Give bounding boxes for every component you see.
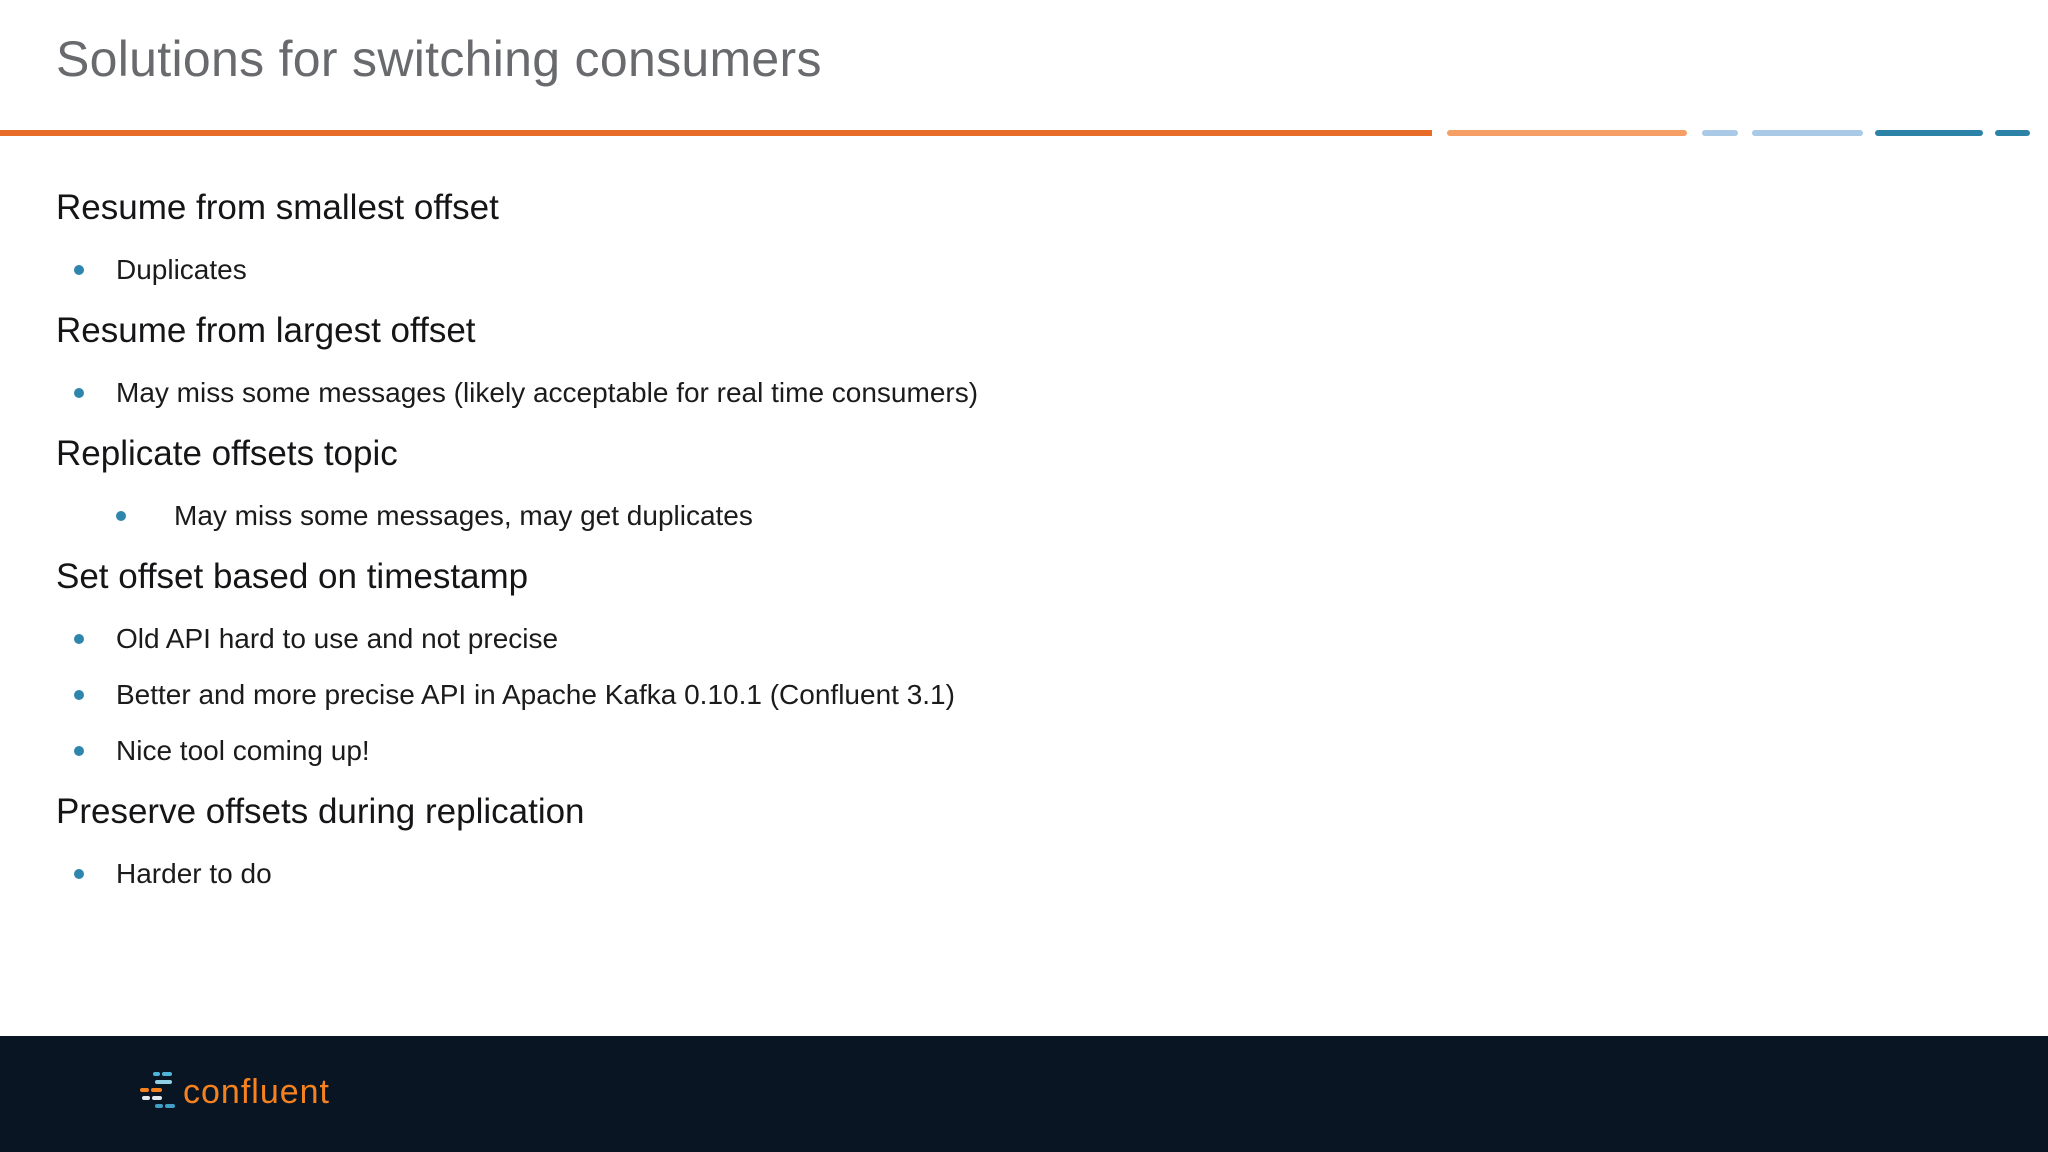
section-heading: Preserve offsets during replication: [56, 792, 585, 831]
logo-dash: [142, 1096, 150, 1100]
bullet-item: Old API hard to use and not precise: [56, 619, 1616, 659]
confluent-logo-icon: [140, 1072, 178, 1112]
bullet-item: Better and more precise API in Apache Ka…: [56, 675, 1616, 715]
divider-dash: [1447, 130, 1687, 136]
logo-dash: [162, 1072, 172, 1076]
divider-dash: [1752, 130, 1863, 136]
bullet-item: Nice tool coming up!: [56, 731, 1616, 771]
logo-dash: [155, 1104, 163, 1108]
divider-dash: [1875, 130, 1983, 136]
bullet-item: Harder to do: [56, 854, 1616, 894]
logo-dash: [153, 1072, 160, 1076]
logo-dash: [152, 1096, 162, 1100]
page-title: Solutions for switching consumers: [56, 31, 822, 87]
confluent-logo: confluent: [140, 1072, 330, 1112]
section-heading: Replicate offsets topic: [56, 434, 398, 473]
footer-bar: confluent: [0, 1036, 2048, 1152]
section-heading: Resume from smallest offset: [56, 188, 499, 227]
logo-dash: [155, 1080, 172, 1084]
divider-rule: [0, 130, 1432, 136]
title-divider: [0, 130, 2048, 136]
logo-dash: [165, 1104, 175, 1108]
bullet-item: Duplicates: [56, 250, 1616, 290]
divider-dash: [1995, 130, 2030, 136]
logo-dash: [140, 1088, 149, 1092]
logo-dash: [151, 1088, 162, 1092]
section-heading: Resume from largest offset: [56, 311, 476, 350]
divider-dash: [1702, 130, 1738, 136]
confluent-wordmark: confluent: [183, 1073, 330, 1111]
section-heading: Set offset based on timestamp: [56, 557, 529, 596]
bullet-item: May miss some messages (likely acceptabl…: [56, 373, 1616, 413]
bullet-item: May miss some messages, may get duplicat…: [56, 496, 1616, 536]
